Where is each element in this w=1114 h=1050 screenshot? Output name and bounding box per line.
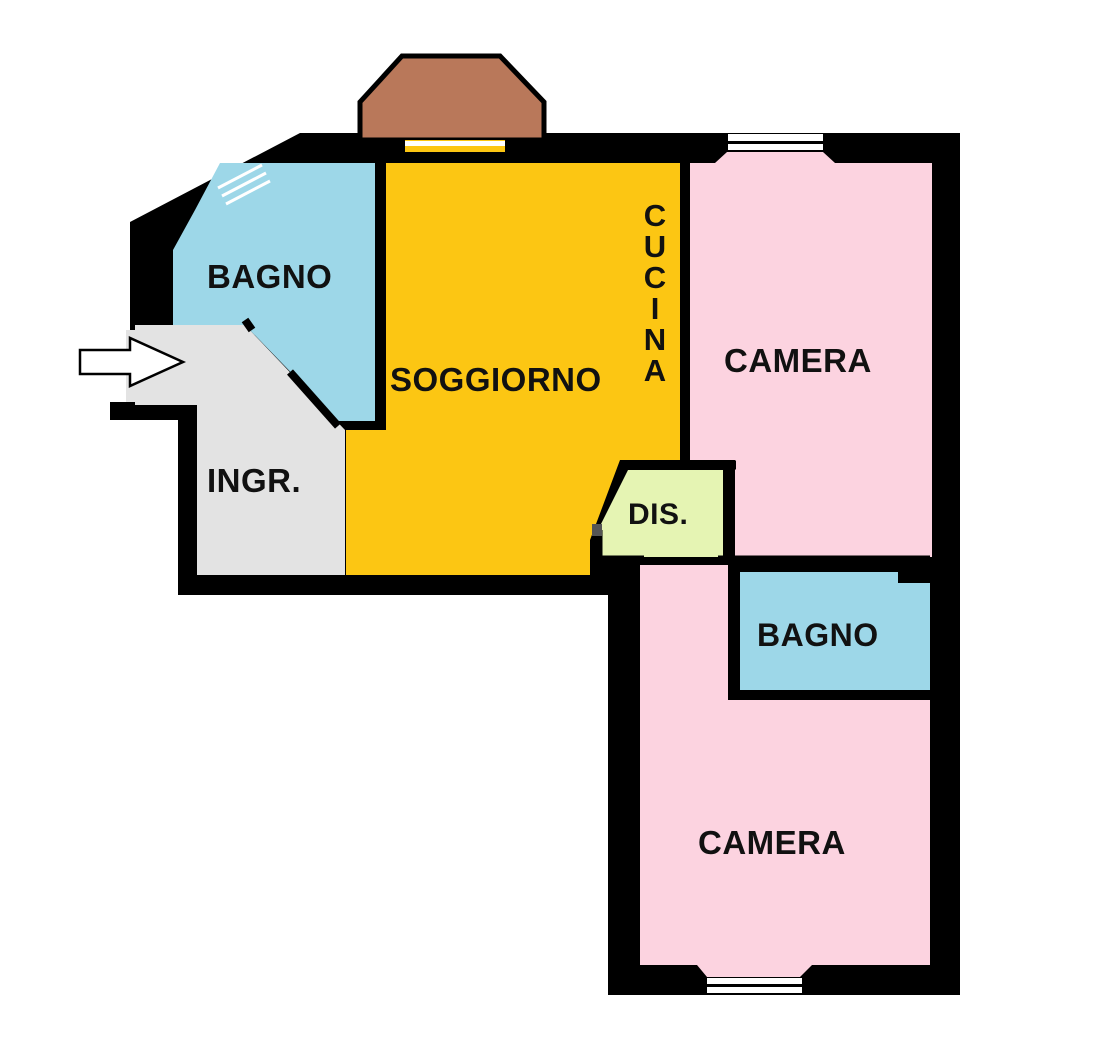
cucina-letter: C (643, 260, 667, 295)
room-soggiorno (346, 163, 680, 575)
cucina-letter: I (650, 291, 660, 326)
room-ingresso (135, 325, 345, 575)
window-bagno-1 (217, 163, 271, 206)
cucina-letter: U (643, 229, 667, 264)
room-label-disimpegno: DIS. (628, 498, 689, 531)
arrow-right-icon (78, 336, 187, 388)
balcony (357, 53, 547, 143)
room-label-camera-1: CAMERA (724, 342, 872, 379)
cucina-letter: C (643, 198, 667, 233)
room-label-bagno-1: BAGNO (207, 258, 333, 295)
room-label-bagno-2: BAGNO (757, 617, 879, 653)
room-disimpegno (598, 470, 723, 557)
room-label-cucina: C U C I N A (640, 200, 670, 386)
room-bagno-1 (173, 163, 375, 421)
room-label-soggiorno: SOGGIORNO (390, 361, 602, 398)
room-camera-2 (640, 565, 930, 965)
room-label-camera-2: CAMERA (698, 824, 846, 861)
room-bagno-2 (740, 572, 930, 690)
room-label-ingresso: INGR. (207, 462, 302, 499)
room-camera-1 (690, 163, 932, 557)
cucina-letter: N (643, 322, 667, 357)
interior-walls (241, 160, 930, 700)
cucina-letter: A (643, 353, 667, 388)
